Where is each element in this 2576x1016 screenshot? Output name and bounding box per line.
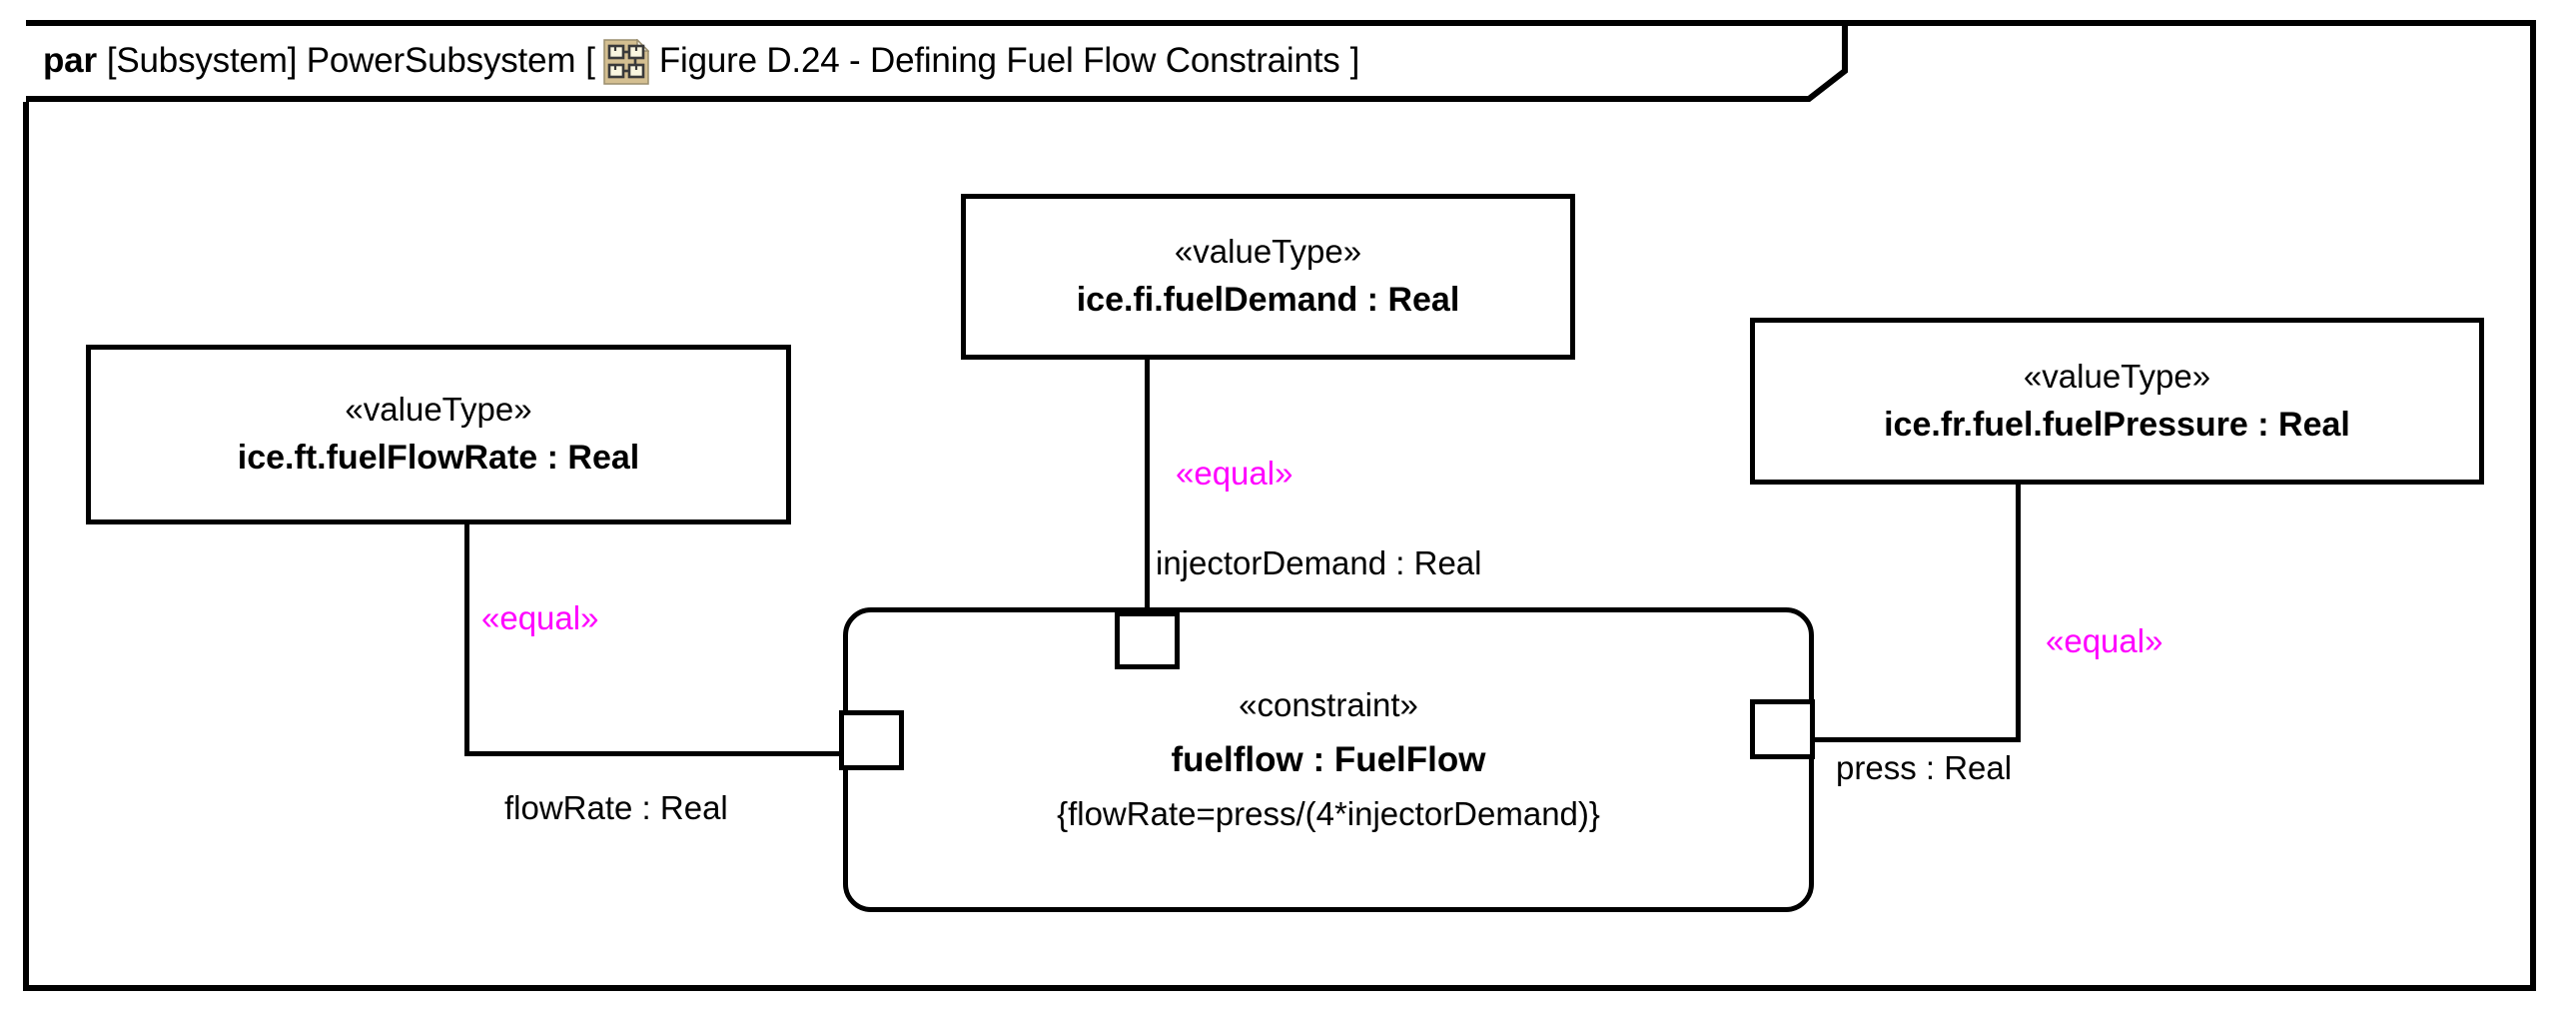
connector-fuelpressure-horizontal xyxy=(1812,737,2021,742)
diagram-context-label: [Subsystem] PowerSubsystem xyxy=(106,41,576,80)
bracket-open: [ xyxy=(585,41,595,80)
stereotype-label: «constraint» xyxy=(1239,686,1418,724)
parameter-label-flowrate: flowRate : Real xyxy=(504,789,728,826)
parameter-label-press: press : Real xyxy=(1836,749,2013,786)
connector-fueldemand-vertical xyxy=(1145,360,1150,611)
parameter-label-injectordemand: injectorDemand : Real xyxy=(1156,544,1482,581)
bracket-close: ] xyxy=(1349,41,1360,80)
constraint-block-fuelflow[interactable]: «constraint» fuelflow : FuelFlow {flowRa… xyxy=(843,607,1814,912)
connector-fuelflowrate-horizontal xyxy=(464,751,846,756)
diagram-header-content: par [Subsystem] PowerSubsystem [ xyxy=(23,20,1359,102)
diagram-title: Figure D.24 - Defining Fuel Flow Constra… xyxy=(658,41,1340,80)
block-definition-diagram-icon xyxy=(603,38,650,85)
value-type-block-fuelflowrate[interactable]: «valueType» ice.ft.fuelFlowRate : Real xyxy=(86,345,791,524)
connector-stereotype-equal-top: «equal» xyxy=(1176,455,1293,492)
connector-stereotype-equal-right: «equal» xyxy=(2046,622,2163,659)
constraint-expression: {flowRate=press/(4*injectorDemand)} xyxy=(1057,795,1600,833)
diagram-kind-keyword: par xyxy=(43,41,97,80)
value-type-block-fueldemand[interactable]: «valueType» ice.fi.fuelDemand : Real xyxy=(961,194,1575,360)
value-type-name: ice.fr.fuel.fuelPressure : Real xyxy=(1884,405,2350,444)
value-type-block-fuelpressure[interactable]: «valueType» ice.fr.fuel.fuelPressure : R… xyxy=(1750,318,2484,485)
stereotype-label: «valueType» xyxy=(2023,357,2211,395)
stereotype-label: «valueType» xyxy=(345,391,532,429)
connector-fuelpressure-vertical xyxy=(2016,485,2021,742)
port-injectordemand[interactable] xyxy=(1115,611,1180,669)
connector-fuelflowrate-vertical xyxy=(464,524,469,756)
value-type-name: ice.ft.fuelFlowRate : Real xyxy=(237,439,640,478)
port-flowrate[interactable] xyxy=(839,710,904,770)
constraint-block-name: fuelflow : FuelFlow xyxy=(1171,739,1486,779)
port-press[interactable] xyxy=(1750,699,1815,759)
value-type-name: ice.fi.fuelDemand : Real xyxy=(1076,281,1460,320)
connector-stereotype-equal-left: «equal» xyxy=(481,599,599,636)
stereotype-label: «valueType» xyxy=(1174,233,1362,271)
